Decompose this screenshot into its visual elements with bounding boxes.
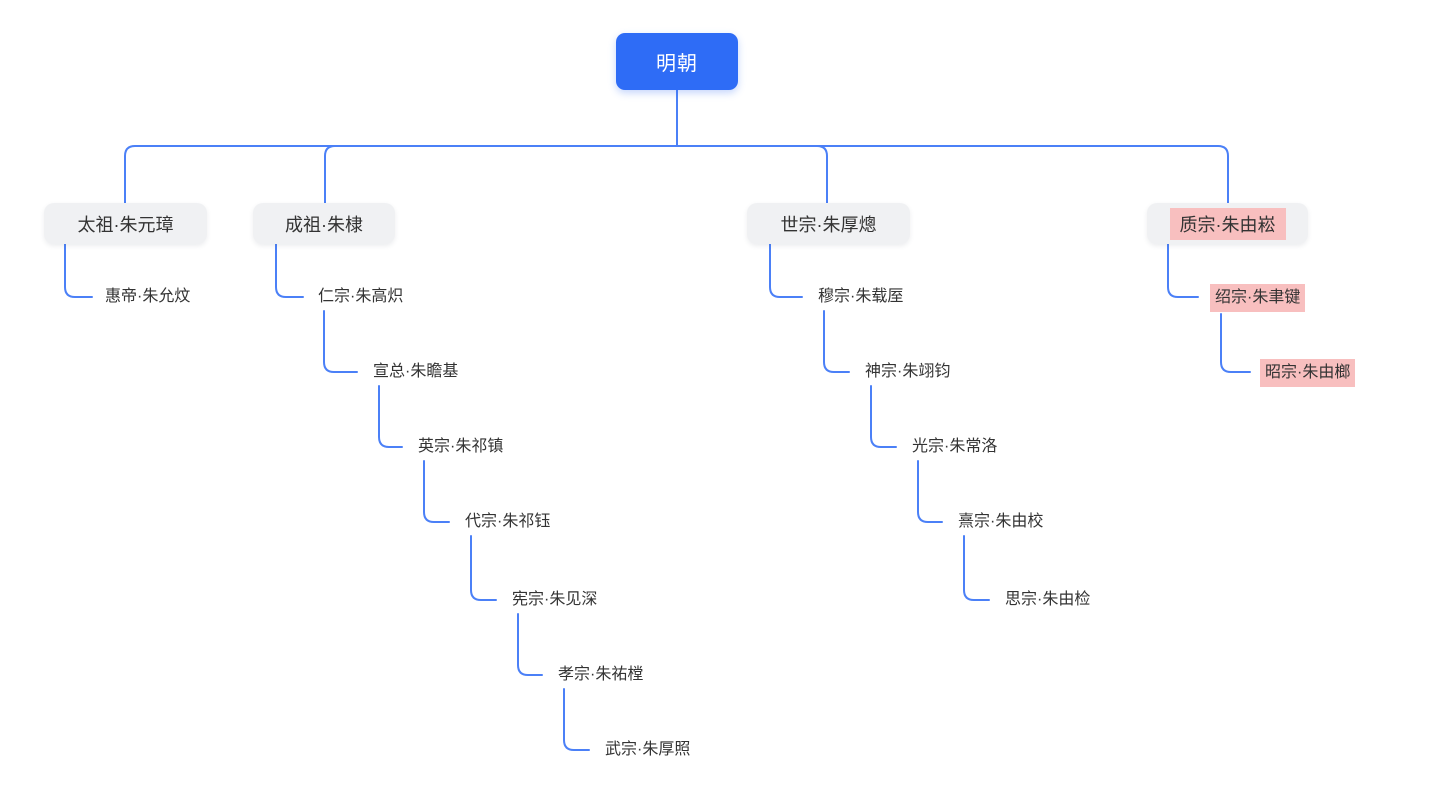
node-taizu-label: 太祖·朱元璋 xyxy=(77,214,174,235)
edge-renzong-xuanzong xyxy=(323,310,358,373)
node-sizong[interactable]: 思宗·朱由检 xyxy=(1005,591,1091,608)
node-shizong[interactable]: 世宗·朱厚熜 xyxy=(747,203,910,244)
node-zhaozong[interactable]: 昭宗·朱由榔 xyxy=(1260,359,1356,387)
edge-daizong-xianzong xyxy=(470,535,497,601)
edge-root-chengzu xyxy=(324,145,678,204)
edge-zhizong-shaozong xyxy=(1167,243,1199,298)
node-daizong[interactable]: 代宗·朱祁钰 xyxy=(465,513,551,530)
edge-shaozong-zhaozong xyxy=(1220,313,1251,373)
node-guangzong[interactable]: 光宗·朱常洛 xyxy=(912,438,998,455)
node-renzong[interactable]: 仁宗·朱高炽 xyxy=(318,288,404,305)
edge-xizong-sizong xyxy=(963,535,990,601)
node-xuanzong[interactable]: 宣总·朱瞻基 xyxy=(373,363,459,380)
node-ming-dynasty[interactable]: 明朝 xyxy=(616,33,738,90)
node-chengzu-label: 成祖·朱棣 xyxy=(285,214,363,235)
node-huidi[interactable]: 惠帝·朱允炆 xyxy=(105,288,191,305)
edge-muzong-shenzong xyxy=(823,310,850,373)
edge-chengzu-renzong xyxy=(275,243,304,298)
node-muzong[interactable]: 穆宗·朱载厔 xyxy=(818,288,904,305)
node-shaozong[interactable]: 绍宗·朱聿键 xyxy=(1210,284,1306,312)
node-taizu[interactable]: 太祖·朱元璋 xyxy=(44,203,207,244)
node-xiaozong[interactable]: 孝宗·朱祐樘 xyxy=(558,666,644,683)
edge-xiaozong-wuzong xyxy=(563,688,590,751)
node-yingzong[interactable]: 英宗·朱祁镇 xyxy=(418,438,504,455)
edge-shenzong-guangzong xyxy=(870,385,897,448)
edge-guangzong-xizong xyxy=(917,460,943,523)
edge-shizong-muzong xyxy=(769,243,803,298)
node-zhizong-label: 质宗·朱由崧 xyxy=(1169,207,1286,240)
node-chengzu[interactable]: 成祖·朱棣 xyxy=(253,203,395,244)
edge-root-shizong xyxy=(676,145,828,204)
node-wuzong[interactable]: 武宗·朱厚照 xyxy=(605,741,691,758)
edge-root-taizu xyxy=(124,145,678,204)
edge-xuanzong-yingzong xyxy=(378,385,403,448)
node-xizong[interactable]: 熹宗·朱由校 xyxy=(958,513,1044,530)
edge-root-zhizong xyxy=(676,145,1229,204)
node-shizong-label: 世宗·朱厚熜 xyxy=(780,214,877,235)
node-shenzong[interactable]: 神宗·朱翊钧 xyxy=(865,363,951,380)
edge-taizu-huidi xyxy=(64,243,93,298)
edge-yingzong-daizong xyxy=(423,460,450,523)
node-zhizong[interactable]: 质宗·朱由崧 xyxy=(1147,203,1308,244)
edge-xianzong-xiaozong xyxy=(517,613,543,676)
node-xianzong[interactable]: 宪宗·朱见深 xyxy=(512,591,598,608)
